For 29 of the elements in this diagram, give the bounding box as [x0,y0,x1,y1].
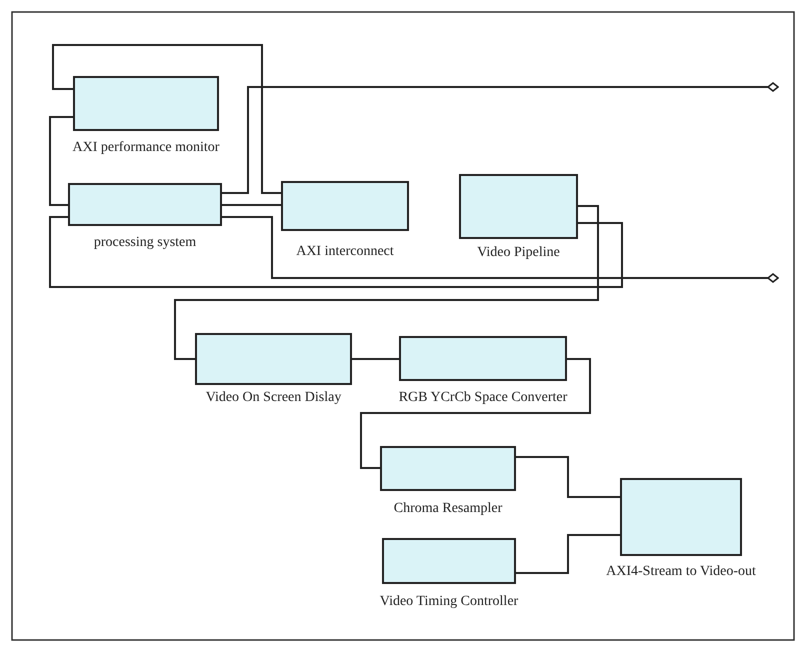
connector-line [222,216,779,283]
block-label: AXI interconnect [296,244,394,260]
connector-line [360,358,591,469]
connector-line [52,44,281,194]
block-label: Video On Screen Dislay [206,390,342,406]
connector-line [49,216,623,288]
block-label: AXI performance monitor [72,140,220,156]
block-label: processing system [94,235,196,251]
connector-line [516,534,620,574]
block-label: Video Timing Controller [380,594,518,610]
block-label: RGB YCrCb Space Converter [398,390,568,406]
process-box [459,174,578,239]
connector-line [49,116,73,206]
connector-line [352,358,399,360]
block-label: AXI4-Stream to Video-out [606,564,756,580]
connector-line [516,456,620,498]
connector-line [222,82,779,194]
process-box [68,183,222,226]
process-box [620,478,742,556]
block-label: Video Pipeline [477,245,560,261]
connector-line [222,204,281,206]
connector-line [174,205,599,360]
process-box [382,538,516,584]
process-box [281,181,409,231]
process-box [380,446,516,491]
process-box [73,76,219,131]
process-box [195,333,352,385]
block-label: Chroma Resampler [394,501,502,517]
process-box [399,336,567,381]
